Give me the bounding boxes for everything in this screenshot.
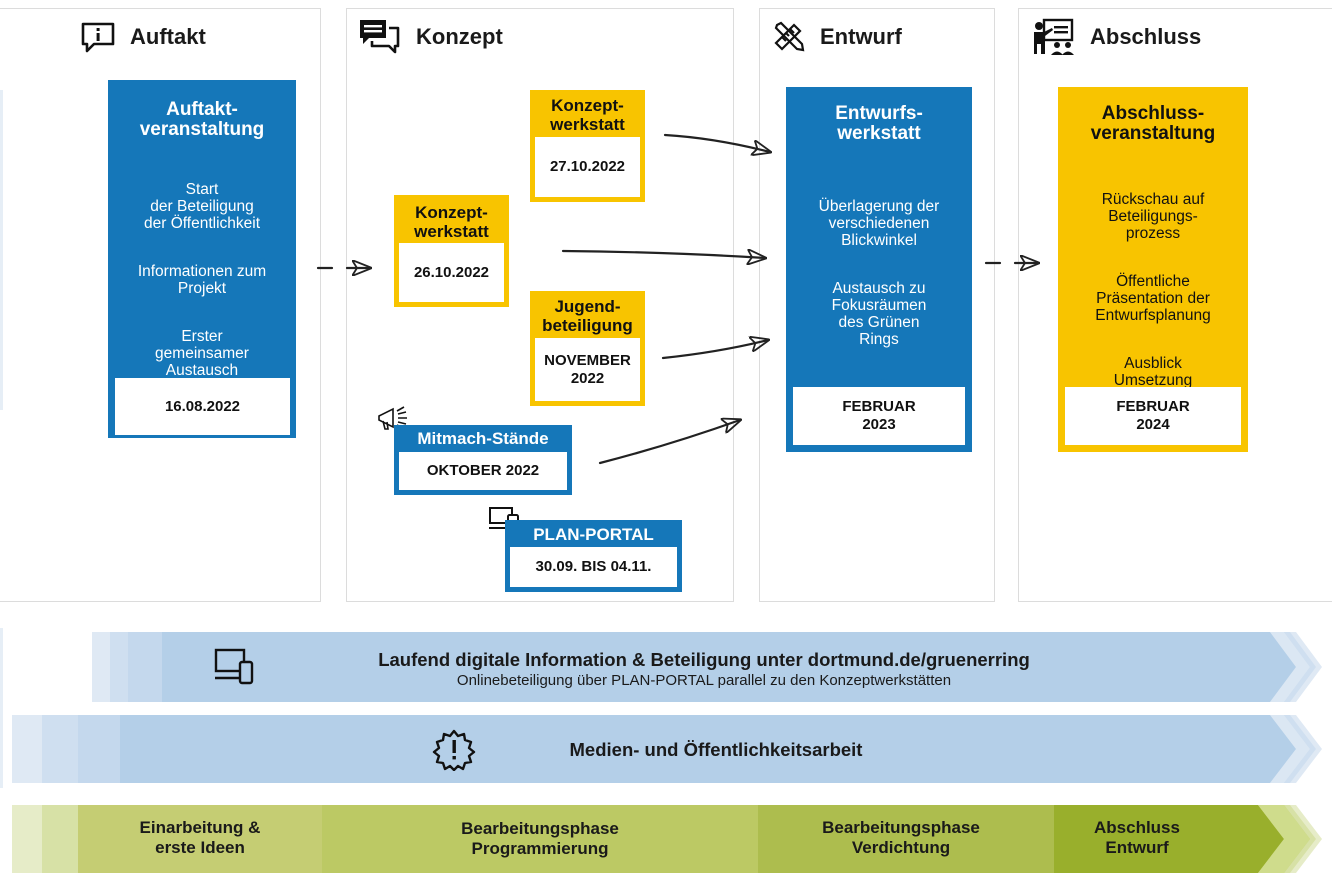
- chat-bubbles-icon: [360, 20, 400, 54]
- info-speech-icon: [81, 22, 115, 53]
- work-segment-abschluss: Abschluss Entwurf: [1094, 818, 1180, 857]
- connector-arrows: [316, 133, 1332, 465]
- band-media-title: Medien- und Öffentlichkeitsarbeit: [569, 739, 863, 760]
- arrow-mitmach-entwurf: [598, 420, 740, 465]
- entwurf-card-items: Überlagerung der verschiedenen Blickwink…: [786, 181, 972, 379]
- abschluss-card-items: Rückschau auf Beteiligungs- prozess Öffe…: [1058, 174, 1248, 420]
- jugendbeteiligung-title: Jugend- beteiligung: [542, 297, 633, 335]
- konzept-werkstatt-2-date: 27.10.2022: [535, 137, 640, 197]
- devices-icon: [214, 648, 254, 685]
- mitmach-staende-date: OKTOBER 2022: [399, 452, 567, 490]
- mitmach-staende-title: Mitmach-Stände: [417, 429, 549, 448]
- auftakt-card-title: Auftakt- veranstaltung: [139, 99, 265, 140]
- auftakt-item: Informationen zum Projekt: [137, 263, 267, 297]
- entwurf-item: Austausch zu Fokusräumen des Grünen Ring…: [831, 280, 927, 348]
- auftakt-item: Erster gemeinsamer Austausch: [155, 328, 249, 379]
- abschluss-date: FEBRUAR 2024: [1065, 387, 1241, 445]
- entwurf-item: Überlagerung der verschiedenen Blickwink…: [818, 198, 940, 249]
- band-media-shape: [12, 715, 1322, 783]
- pencil-ruler-icon: [774, 21, 805, 52]
- auftakt-item: Start der Beteiligung der Öffentlichkeit: [143, 181, 261, 232]
- entwurf-date: FEBRUAR 2023: [793, 387, 965, 445]
- abschluss-item: Rückschau auf Beteiligungs- prozess: [1101, 191, 1205, 242]
- plan-portal-date: 30.09. BIS 04.11.: [510, 547, 677, 587]
- arrow-werkstatt2-entwurf: [663, 133, 770, 152]
- phase-title-konzept: Konzept: [416, 24, 503, 49]
- phase-header-konzept: Konzept: [358, 20, 503, 54]
- phase-title-entwurf: Entwurf: [820, 24, 902, 49]
- abschluss-item: Ausblick Umsetzung: [1113, 355, 1193, 389]
- abschluss-item: Öffentliche Präsentation der Entwurfspla…: [1095, 273, 1211, 324]
- work-segment-programmierung: Bearbeitungsphase Programmierung: [461, 819, 619, 858]
- phase-header-auftakt: Auftakt: [80, 20, 206, 54]
- konzept-werkstatt-1-date: 26.10.2022: [399, 243, 504, 302]
- left-edge-strip: [0, 90, 3, 410]
- presentation-icon: [1034, 18, 1074, 55]
- band-digital-subtitle: Onlinebeteiligung über PLAN-PORTAL paral…: [456, 672, 952, 689]
- work-segment-verdichtung: Bearbeitungsphase Verdichtung: [822, 818, 980, 857]
- konzept-werkstatt-1-title: Konzept- werkstatt: [414, 203, 489, 241]
- konzept-werkstatt-2-title: Konzept- werkstatt: [550, 96, 625, 134]
- auftakt-card-items: Start der Beteiligung der Öffentlichkeit…: [108, 164, 296, 410]
- alert-badge-icon: [432, 729, 476, 771]
- jugendbeteiligung-date: NOVEMBER 2022: [535, 338, 640, 401]
- phase-title-abschluss: Abschluss: [1090, 24, 1202, 49]
- phase-header-abschluss: Abschluss: [1032, 18, 1202, 55]
- left-edge-strip: [0, 628, 3, 788]
- arrow-jugend-entwurf: [661, 340, 768, 360]
- band-digital-title: Laufend digitale Information & Beteiligu…: [378, 649, 1030, 670]
- entwurf-card-title: Entwurfs- werkstatt: [835, 103, 923, 144]
- band-digital-shape: [92, 632, 1322, 702]
- plan-portal-title: PLAN-PORTAL: [533, 525, 654, 544]
- abschluss-card-title: Abschluss- veranstaltung: [1090, 103, 1216, 144]
- auftakt-date: 16.08.2022: [115, 378, 290, 435]
- band-work-shape: [12, 805, 1322, 873]
- phase-title-auftakt: Auftakt: [130, 24, 206, 49]
- arrow-werkstatt1-entwurf: [561, 251, 765, 258]
- work-segment-einarbeitung: Einarbeitung & erste Ideen: [139, 818, 261, 857]
- phase-header-entwurf: Entwurf: [772, 20, 902, 54]
